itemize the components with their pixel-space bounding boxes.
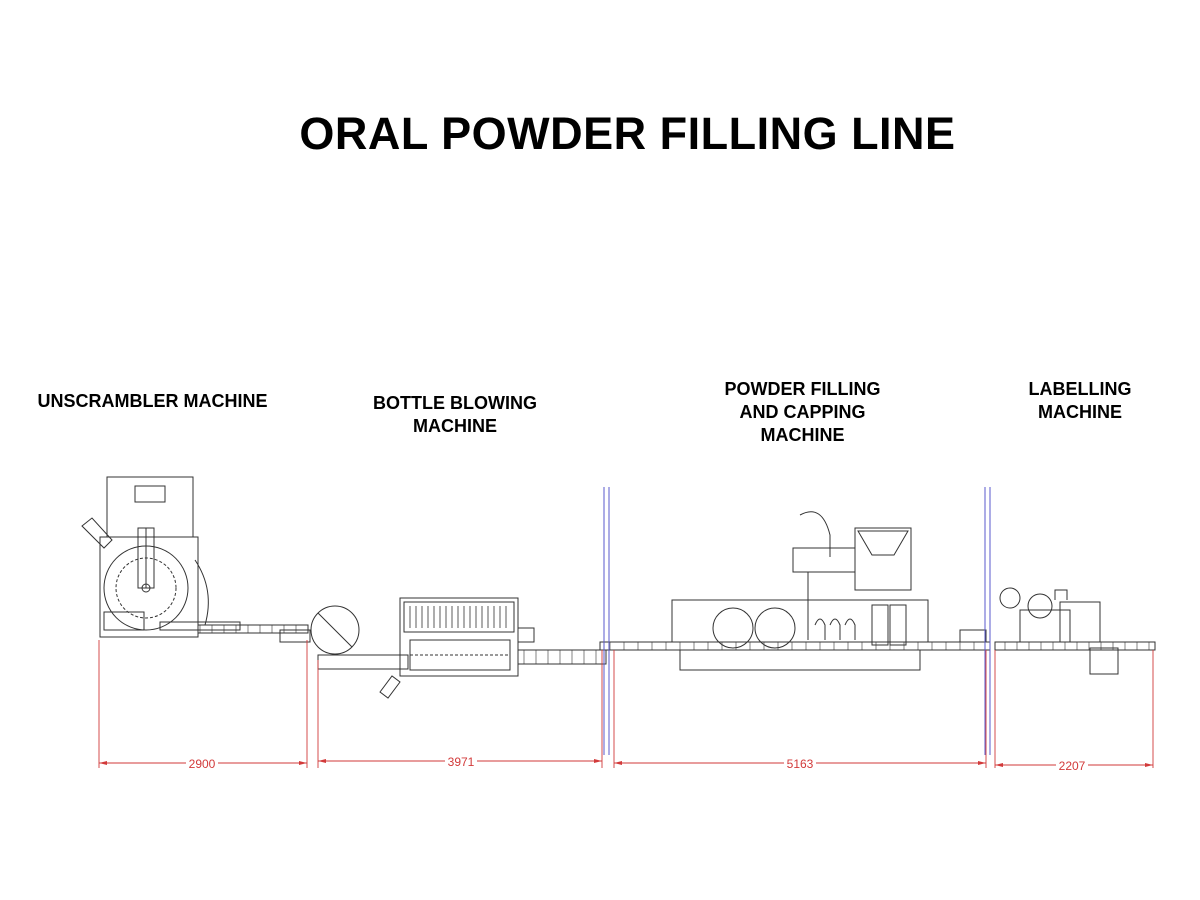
powder-filling-label-line-3: MACHINE [760, 425, 845, 445]
powder-filling-label-line-2: AND CAPPING [739, 402, 866, 422]
drawing-title: ORAL POWDER FILLING LINE [299, 108, 956, 159]
conveyor-section-1 [197, 624, 311, 643]
powder-filling-drawing [599, 511, 991, 671]
powder-filling-length: 5163 [787, 757, 814, 771]
unscrambler-label: UNSCRAMBLER MACHINE [20, 390, 285, 413]
bottle-blowing-drawing [310, 597, 607, 699]
labelling-label-line-2: MACHINE [1038, 402, 1122, 422]
dimension-lines [98, 640, 1154, 768]
bottle-blowing-length: 3971 [448, 755, 475, 769]
labelling-drawing [994, 587, 1156, 675]
unscrambler-drawing [81, 476, 241, 638]
powder-filling-label: POWDER FILLING AND CAPPING MACHINE [700, 378, 905, 447]
labelling-label-line-1: LABELLING [1028, 379, 1132, 399]
powder-filling-label-line-1: POWDER FILLING [724, 379, 881, 399]
bottle-blowing-label-line-1: BOTTLE BLOWING [373, 393, 537, 413]
labelling-length: 2207 [1059, 759, 1086, 773]
unscrambler-label-line: UNSCRAMBLER MACHINE [37, 391, 268, 411]
bottle-blowing-label: BOTTLE BLOWING MACHINE [350, 392, 560, 438]
section-dividers [603, 487, 991, 755]
bottle-blowing-label-line-2: MACHINE [413, 416, 497, 436]
labelling-label: LABELLING MACHINE [1005, 378, 1155, 424]
unscrambler-length: 2900 [189, 757, 216, 771]
